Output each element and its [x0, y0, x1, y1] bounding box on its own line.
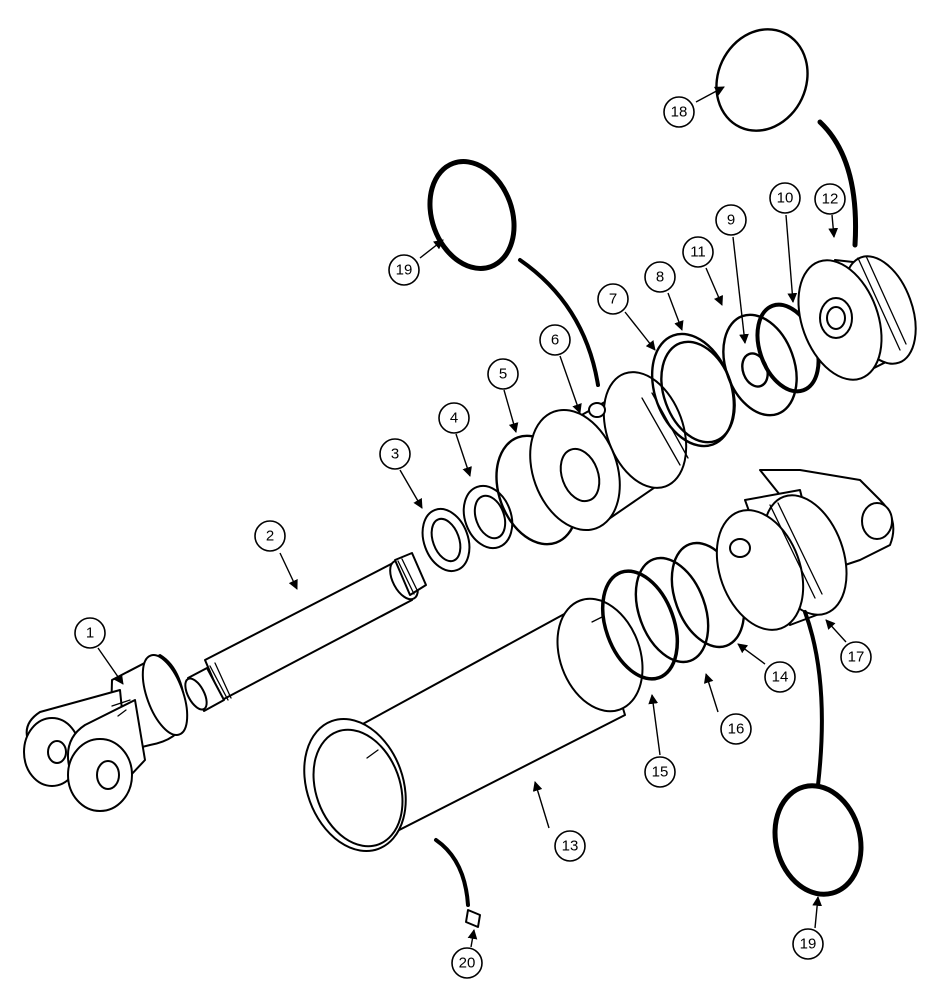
svg-text:2: 2: [266, 528, 274, 545]
callout-19-top: 19: [388, 254, 420, 286]
cylinder-barrel: [303, 597, 644, 852]
rod-clevis: [23, 654, 189, 812]
svg-text:10: 10: [777, 190, 794, 207]
callout-3: 3: [379, 438, 411, 470]
seal-ring-18: [715, 28, 809, 132]
connector-20: [434, 838, 470, 907]
callout-17: 17: [840, 641, 872, 673]
svg-text:1: 1: [86, 625, 94, 642]
connector-18: [817, 119, 859, 248]
callout-16: 16: [720, 713, 752, 745]
o-ring-19-top: [427, 159, 517, 271]
callout-12: 12: [814, 183, 846, 215]
piston: [797, 255, 917, 381]
callout-8: 8: [644, 261, 676, 293]
callout-4: 4: [438, 402, 470, 434]
svg-text:15: 15: [652, 764, 669, 781]
piston-rod: [184, 552, 427, 712]
svg-text:9: 9: [727, 212, 735, 229]
svg-text:8: 8: [656, 269, 664, 286]
svg-text:3: 3: [391, 446, 399, 463]
callout-11: 11: [682, 236, 714, 268]
svg-text:6: 6: [551, 332, 559, 349]
svg-text:4: 4: [450, 410, 458, 427]
svg-text:20: 20: [459, 955, 476, 972]
callout-19-bottom: 19: [792, 928, 824, 960]
callout-7: 7: [597, 283, 629, 315]
callout-9: 9: [715, 204, 747, 236]
o-ring-19-bottom: [772, 783, 864, 897]
callout-15: 15: [644, 756, 676, 788]
callout-1: 1: [74, 617, 106, 649]
svg-text:5: 5: [499, 366, 507, 383]
svg-text:16: 16: [728, 721, 745, 738]
o-ring-15: [600, 569, 680, 681]
callouts: 1 2 3 4 5 6 7 8 9 10 11 12 13 14 15 16 1…: [74, 96, 872, 979]
gland: [529, 371, 689, 532]
callout-18: 18: [663, 96, 695, 128]
svg-text:7: 7: [609, 291, 617, 308]
callout-14: 14: [764, 661, 796, 693]
svg-text:19: 19: [800, 936, 817, 953]
callout-13: 13: [554, 830, 586, 862]
svg-text:13: 13: [562, 838, 579, 855]
backup-ring-16: [634, 556, 710, 664]
svg-text:11: 11: [690, 244, 706, 261]
callout-10: 10: [769, 182, 801, 214]
callout-5: 5: [487, 358, 519, 390]
svg-text:12: 12: [822, 191, 839, 208]
svg-text:18: 18: [671, 104, 688, 121]
svg-text:19: 19: [396, 262, 413, 279]
wiper-seal: [421, 508, 471, 572]
callout-2: 2: [254, 520, 286, 552]
callout-6: 6: [539, 324, 571, 356]
bleed-pin-20: [465, 909, 481, 928]
connector-19-top: [518, 258, 600, 387]
callout-20: 20: [451, 947, 483, 979]
connector-19-bottom: [803, 610, 824, 787]
svg-text:17: 17: [848, 649, 865, 666]
base-end: [715, 469, 895, 631]
leader-arrows: [97, 86, 847, 948]
svg-text:14: 14: [772, 669, 789, 686]
